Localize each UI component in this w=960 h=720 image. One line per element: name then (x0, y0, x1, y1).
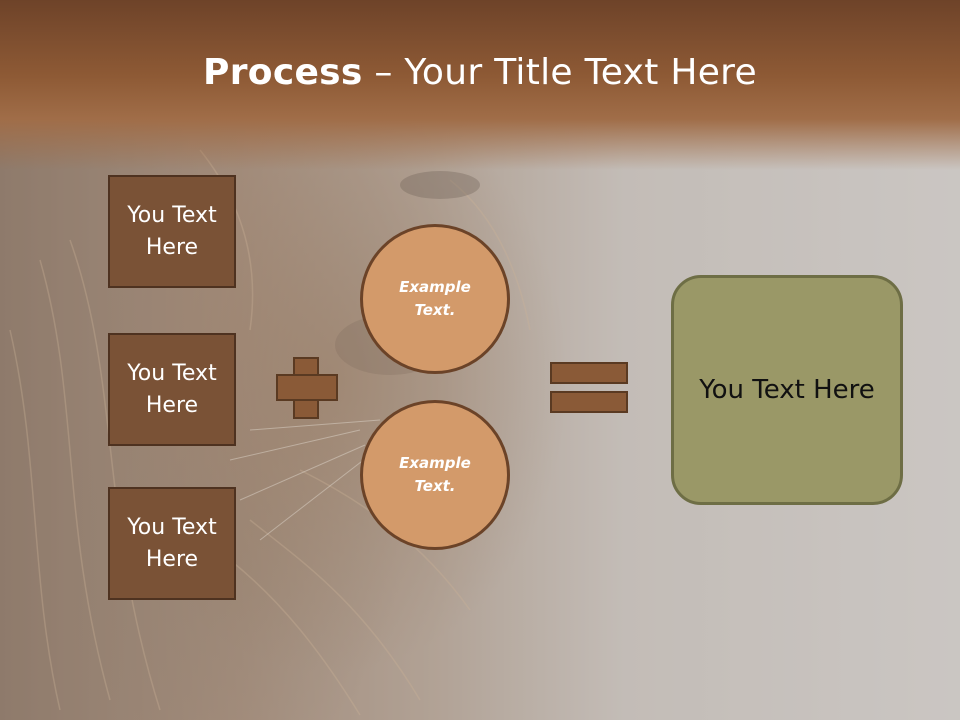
circle-1-line1: Example (399, 278, 471, 296)
box-1-line2: Here (145, 234, 199, 260)
box-3-line2: Here (145, 546, 199, 572)
box-1-line1: You Text (127, 202, 217, 228)
result-label: You Text Here (699, 375, 875, 405)
box-2-line2: Here (145, 392, 199, 418)
box-2-line1: You Text (127, 360, 217, 386)
title-banner (0, 0, 960, 170)
circle-2-line2: Text. (414, 477, 456, 495)
slide-title: Process – Your Title Text Here (0, 52, 960, 93)
box-3-line1: You Text (127, 514, 217, 540)
circle-2-line1: Example (399, 454, 471, 472)
result-box: You Text Here (671, 275, 903, 505)
title-bold: Process (203, 52, 363, 93)
title-rest: – Your Title Text Here (362, 52, 757, 93)
circle-1-line2: Text. (414, 301, 456, 319)
